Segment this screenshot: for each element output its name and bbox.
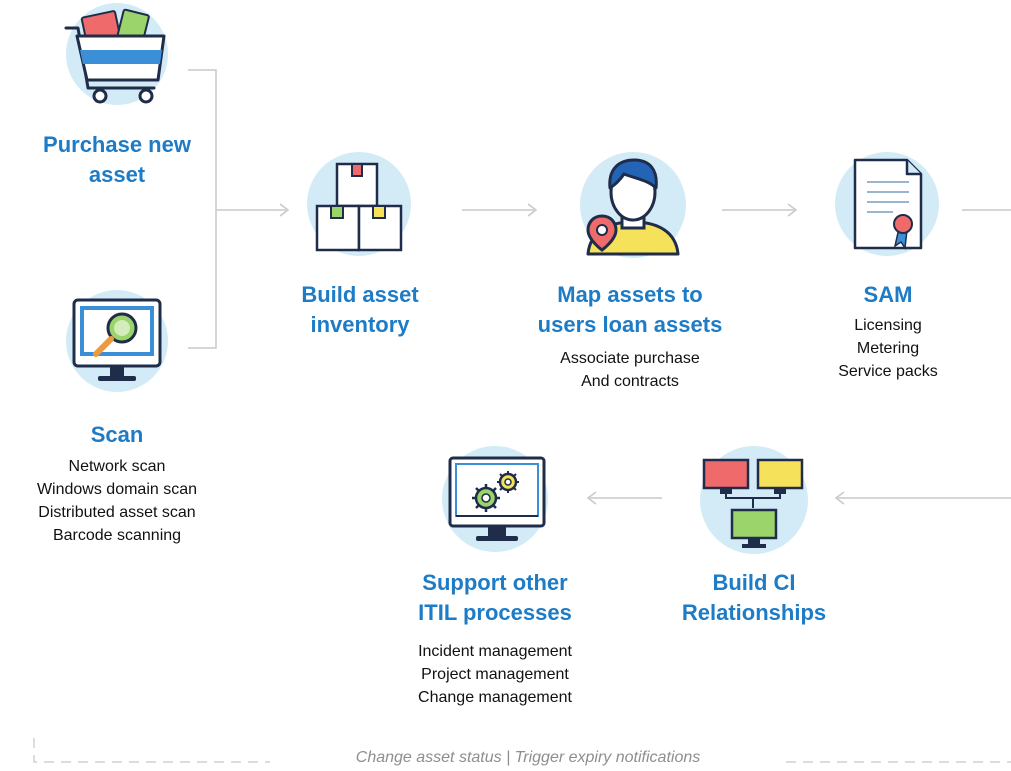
scan-item: Distributed asset scan <box>38 504 196 521</box>
map-title: Map assets to users loan assets <box>530 280 730 340</box>
arrow-head-ci <box>834 491 845 505</box>
sam-item: Metering <box>856 340 920 357</box>
inventory-title: Build asset inventory <box>260 280 460 340</box>
arrow-head-inventory <box>279 203 290 217</box>
boxes-icon <box>315 162 403 252</box>
arrow-head-map <box>527 203 538 217</box>
sam-list: Licensing Metering Service packs <box>788 314 988 383</box>
sam-item: Licensing <box>854 317 922 334</box>
support-title-line-2: ITIL processes <box>418 600 572 625</box>
inventory-title-line-2: inventory <box>310 312 410 337</box>
user-location-icon <box>586 158 680 256</box>
scan-list: Network scan Windows domain scan Distrib… <box>2 455 232 547</box>
ci-title-line-2: Relationships <box>681 600 827 625</box>
scan-item: Windows domain scan <box>36 481 198 498</box>
sam-item: Service packs <box>838 363 938 380</box>
ci-title: Build CI Relationships <box>654 568 854 628</box>
arrow-head-sam <box>787 203 798 217</box>
monitor-gears-icon <box>448 456 546 541</box>
monitor-magnifier-icon <box>72 298 162 381</box>
support-title: Support other ITIL processes <box>395 568 595 628</box>
certificate-icon <box>853 158 923 251</box>
arrow-head-support <box>586 491 597 505</box>
map-item: Associate purchase <box>560 350 700 367</box>
scan-item: Barcode scanning <box>52 527 182 544</box>
support-item: Project management <box>421 666 569 683</box>
scan-item: Network scan <box>68 458 166 475</box>
sam-title: SAM <box>863 282 913 307</box>
purchase-title-line-2: asset <box>88 162 146 187</box>
footer-dashed-left <box>33 738 270 763</box>
purchase-title-line-1: Purchase new <box>43 132 191 157</box>
support-item: Change management <box>418 689 572 706</box>
ci-title-line-1: Build CI <box>712 570 796 595</box>
map-title-line-2: users loan assets <box>537 312 723 337</box>
support-item: Incident management <box>418 643 572 660</box>
scan-title: Scan <box>90 422 144 447</box>
support-list: Incident management Project management C… <box>380 640 610 709</box>
map-list: Associate purchase And contracts <box>530 347 730 393</box>
support-title-line-1: Support other <box>422 570 568 595</box>
networked-monitors-icon <box>702 458 804 548</box>
shopping-cart-icon <box>64 8 166 104</box>
purchase-title: Purchase new asset <box>17 130 217 190</box>
map-item: And contracts <box>581 373 679 390</box>
map-title-line-1: Map assets to <box>557 282 703 307</box>
inventory-title-line-1: Build asset <box>301 282 419 307</box>
merge-bracket <box>188 69 217 349</box>
footer-caption: Change asset status | Trigger expiry not… <box>355 749 701 766</box>
